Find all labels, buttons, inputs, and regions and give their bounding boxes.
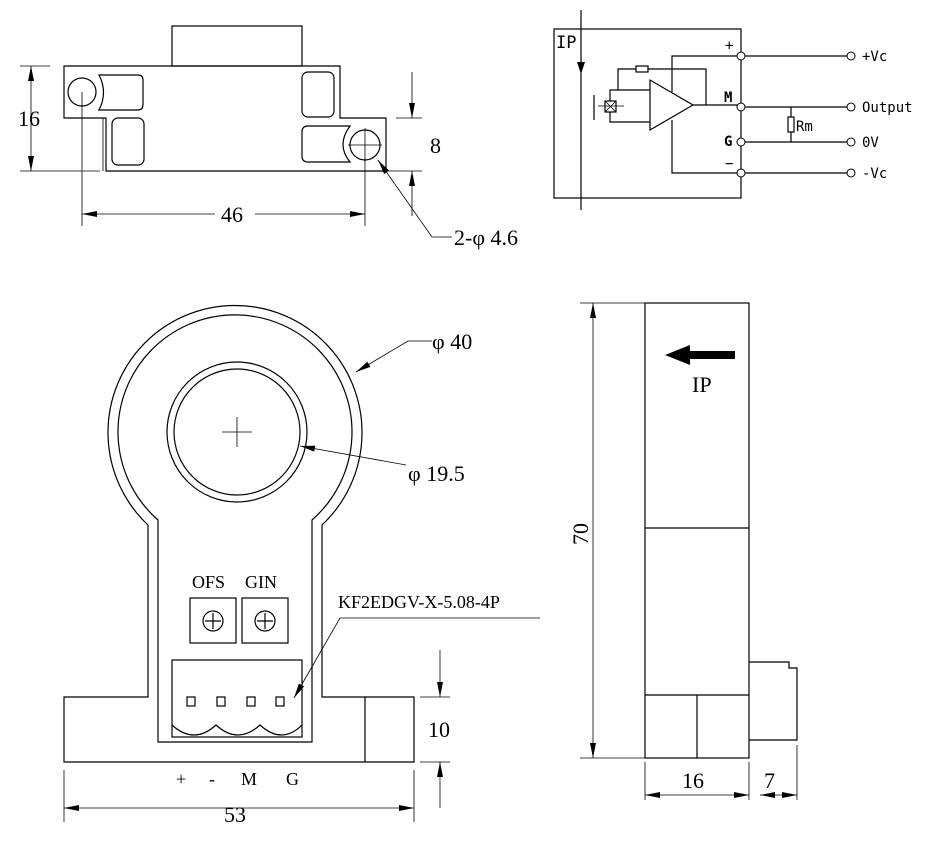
dim-depth: 16 — [682, 768, 704, 793]
dim-connector: 7 — [764, 768, 775, 793]
pin-plus: + — [725, 38, 733, 54]
dim-step-8: 8 — [430, 133, 441, 158]
resistor-label: Rm — [796, 119, 813, 135]
resistor-rm-icon — [787, 116, 795, 133]
dim-hole-spacing: 46 — [221, 202, 243, 227]
hole-note: 2-φ 4.6 — [454, 225, 518, 250]
pin-label-plus: + — [176, 769, 186, 789]
ofs-label: OFS — [192, 572, 225, 592]
circuit-ip-label: IP — [556, 33, 576, 53]
inner-diameter: φ 19.5 — [408, 461, 465, 486]
terminal-minus-vc: -Vc — [862, 166, 887, 182]
front-view: OFS GIN KF2EDGV-X-5.08-4P φ 40 φ 19.5 + … — [63, 304, 540, 827]
pin-g: G — [724, 134, 732, 150]
dim-side-height: 70 — [568, 523, 593, 545]
terminal-output: Output — [862, 100, 913, 116]
terminal-connector — [171, 659, 303, 738]
terminal-plus-vc: +Vc — [862, 49, 887, 65]
pin-minus: − — [725, 156, 733, 172]
pin-label-minus: - — [209, 769, 215, 789]
current-arrow-icon — [577, 62, 585, 74]
gin-potentiometer[interactable] — [241, 597, 289, 644]
side-ip-label: IP — [692, 372, 712, 397]
dim-base-height: 10 — [428, 717, 450, 742]
side-view: IP 70 16 7 — [568, 302, 798, 800]
amplifier-icon — [649, 78, 695, 132]
terminal-0v: 0V — [862, 135, 879, 151]
ip-arrow-icon — [665, 345, 735, 365]
pin-label-g: G — [286, 769, 299, 789]
circuit-diagram: IP + M G − Rm +Vc Output 0V -Vc — [553, 10, 913, 210]
pin-m: M — [724, 90, 732, 106]
outer-diameter: φ 40 — [432, 329, 472, 354]
connector-part-label: KF2EDGV-X-5.08-4P — [338, 592, 500, 612]
pin-label-m: M — [241, 769, 257, 789]
dim-height-16: 16 — [18, 106, 40, 131]
dim-width: 53 — [224, 802, 246, 827]
ofs-potentiometer[interactable] — [189, 597, 237, 644]
top-view: 16 8 46 2-φ 4.6 — [18, 25, 518, 250]
gin-label: GIN — [245, 572, 277, 592]
